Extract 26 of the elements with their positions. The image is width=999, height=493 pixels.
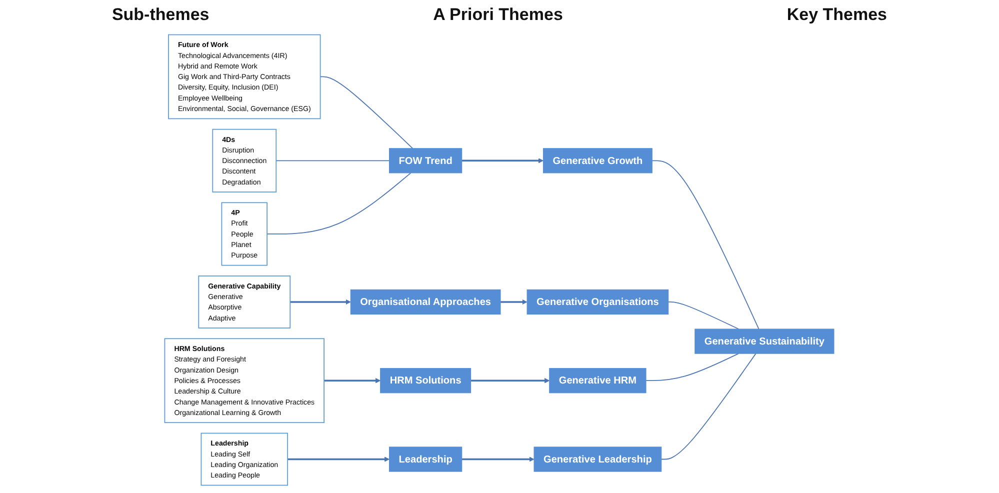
arrow [290,299,352,305]
connector [646,353,740,382]
arrow [470,378,550,384]
arrow [500,299,528,305]
column-heading: Key Themes [786,5,888,25]
connector [320,76,414,149]
node-box: Generative Leadership [534,446,662,472]
node-box: Generative Sustainability [694,328,834,354]
connector [668,302,740,330]
column-heading: Sub-themes [112,5,210,25]
connector [276,160,390,162]
node-box: Generative Organisations [526,289,669,315]
arrow [462,158,544,164]
arrow [462,456,534,462]
node-box: Generative HRM [549,368,646,394]
connector [266,172,412,234]
column-heading: A Priori Themes [433,5,563,25]
connector [661,353,756,460]
arrow [288,456,390,462]
connector [652,160,760,330]
node-box: HRM Solutions [380,368,472,394]
arrow [324,378,381,384]
node-box: Leadership [389,446,462,472]
node-box: Generative Growth [543,148,653,174]
node-box: FOW Trend [389,148,462,174]
node-box: Organisational Approaches [350,289,501,315]
